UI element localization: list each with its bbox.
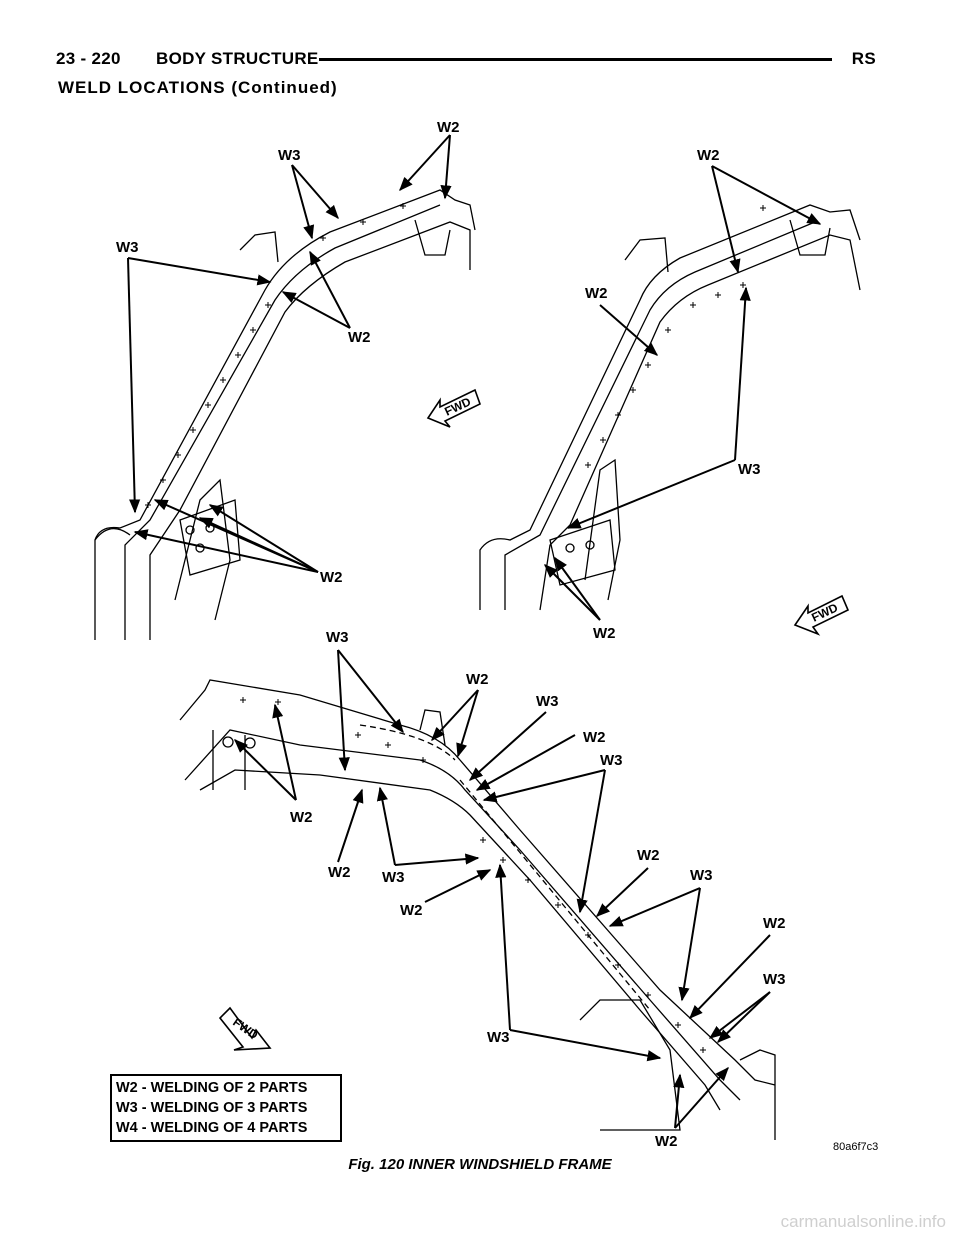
- label-w3: W3: [690, 867, 713, 884]
- fwd-arrow-view1: FWD: [426, 388, 481, 428]
- view3-arrows: [234, 649, 771, 1129]
- label-w2: W2: [320, 569, 343, 586]
- view2-arrows: [544, 165, 822, 621]
- fwd-arrow-view3: FWD: [218, 1006, 272, 1051]
- legend-row-w4: W4 - WELDING OF 4 PARTS: [116, 1120, 308, 1136]
- label-w2: W2: [763, 915, 786, 932]
- legend-row-w3: W3 - WELDING OF 3 PARTS: [116, 1100, 308, 1116]
- watermark: carmanualsonline.info: [780, 1212, 946, 1231]
- section-name: BODY STRUCTURE: [156, 48, 319, 70]
- label-w2: W2: [637, 847, 660, 864]
- figure-code: 80a6f7c3: [833, 1141, 879, 1153]
- page-header: 23 - 220 BODY STRUCTURE RS: [56, 48, 876, 74]
- section-title: WELD LOCATIONS (Continued): [58, 78, 338, 97]
- header-rule: [306, 58, 832, 61]
- label-w3: W3: [763, 971, 786, 988]
- label-w2: W2: [290, 809, 313, 826]
- label-w2: W2: [655, 1133, 678, 1150]
- figure-caption: Fig. 120 INNER WINDSHIELD FRAME: [348, 1156, 612, 1173]
- label-w3: W3: [278, 147, 301, 164]
- view-upper-right: [479, 204, 861, 611]
- weld-marks-view1: [145, 203, 406, 508]
- label-w2: W2: [348, 329, 371, 346]
- label-w3: W3: [600, 752, 623, 769]
- label-w2: W2: [466, 671, 489, 688]
- label-w2: W2: [328, 864, 351, 881]
- view1-labels: W2 W3 W3 W2 W2: [116, 119, 460, 586]
- weld-legend: W2 - WELDING OF 2 PARTS W3 - WELDING OF …: [110, 1074, 342, 1142]
- legend-row-w2: W2 - WELDING OF 2 PARTS: [116, 1080, 308, 1096]
- fwd-arrow-view2: FWD: [793, 594, 850, 636]
- view-lower: [179, 679, 776, 1140]
- view3-labels: W3 W2 W3 W2 W3 W2 W2 W3 W2 W2 W3 W2 W3 W…: [290, 629, 786, 1150]
- page-number: 23 - 220: [56, 48, 121, 70]
- view1-arrows: [127, 134, 452, 573]
- view-upper-left: [94, 189, 476, 640]
- label-w2: W2: [437, 119, 460, 136]
- label-w3: W3: [738, 461, 761, 478]
- label-w2: W2: [400, 902, 423, 919]
- weld-marks-view2: [585, 205, 766, 468]
- view2-labels: W2 W2 W3 W2: [585, 147, 761, 642]
- label-w2: W2: [593, 625, 616, 642]
- label-w3: W3: [487, 1029, 510, 1046]
- label-w3: W3: [116, 239, 139, 256]
- label-w3: W3: [382, 869, 405, 886]
- label-w3: W3: [536, 693, 559, 710]
- weld-marks-view3: [240, 697, 706, 1053]
- label-w2: W2: [583, 729, 606, 746]
- label-w3: W3: [326, 629, 349, 646]
- model-code: RS: [851, 48, 876, 70]
- label-w2: W2: [585, 285, 608, 302]
- label-w2: W2: [697, 147, 720, 164]
